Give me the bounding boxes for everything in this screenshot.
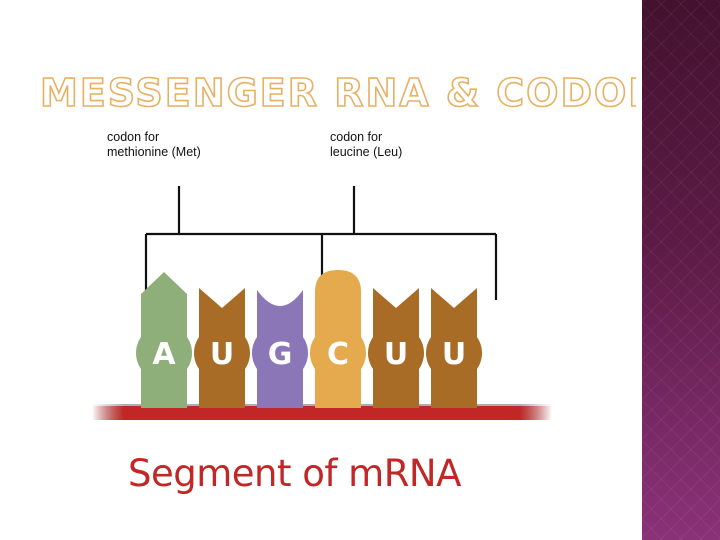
base-head bbox=[136, 325, 192, 381]
base-head bbox=[252, 325, 308, 381]
base-head bbox=[194, 325, 250, 381]
base-head bbox=[368, 325, 424, 381]
slide-title: MESSENGER RNA & CODONS bbox=[39, 70, 636, 116]
base-letter: U bbox=[210, 337, 234, 372]
base-u-2: U bbox=[194, 288, 250, 408]
mrna-backbone bbox=[92, 406, 552, 420]
base-g-3: G bbox=[252, 290, 308, 408]
base-letter: U bbox=[384, 337, 408, 372]
base-c-4: C bbox=[310, 270, 366, 408]
slide-title-text: MESSENGER RNA & CODONS bbox=[40, 71, 636, 115]
base-head bbox=[310, 325, 366, 381]
caption-methionine-line2: methionine (Met) bbox=[107, 145, 201, 159]
decorative-side-panel bbox=[642, 0, 720, 540]
caption-leucine-line1: codon for bbox=[330, 130, 383, 144]
base-letter: G bbox=[268, 337, 293, 372]
caption-leucine: codon for leucine (Leu) bbox=[330, 130, 402, 160]
codon-bracket-met bbox=[144, 186, 324, 292]
base-letter: U bbox=[442, 337, 466, 372]
codon-bracket-leu bbox=[322, 186, 498, 300]
base-u-6: U bbox=[426, 288, 482, 408]
segment-label: Segment of mRNA bbox=[128, 452, 461, 495]
base-a-1: A bbox=[136, 272, 192, 408]
base-letter: C bbox=[327, 337, 349, 372]
caption-methionine: codon for methionine (Met) bbox=[107, 130, 201, 160]
base-head bbox=[426, 325, 482, 381]
base-letter: A bbox=[152, 337, 176, 372]
caption-methionine-line1: codon for bbox=[107, 130, 160, 144]
caption-leucine-line2: leucine (Leu) bbox=[330, 145, 403, 159]
base-u-5: U bbox=[368, 288, 424, 408]
